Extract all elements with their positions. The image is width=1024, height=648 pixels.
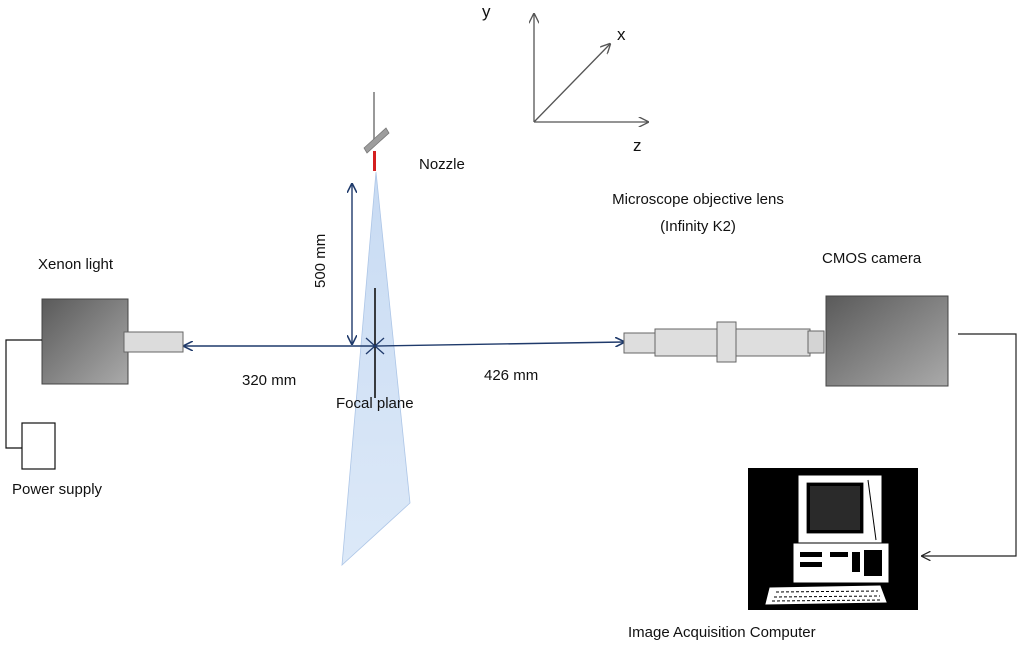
nozzle-label: Nozzle — [419, 156, 465, 173]
nozzle — [363, 92, 390, 171]
computer-label: Image Acquisition Computer — [628, 624, 816, 641]
xenon-light-housing — [41, 298, 129, 385]
camera-cable — [922, 333, 1017, 556]
coordinate-axes — [534, 14, 648, 122]
cmos-camera — [825, 295, 949, 387]
lens-front-tube — [623, 332, 657, 354]
axis-x-label: x — [617, 25, 626, 44]
axis-y-label: y — [482, 2, 491, 21]
lens-label-line1: Microscope objective lens — [612, 191, 784, 208]
keyboard-row-1 — [775, 590, 879, 593]
drive-slot-5 — [864, 550, 882, 576]
left-distance-label: 320 mm — [242, 372, 297, 389]
drive-slot-1 — [800, 552, 822, 557]
computer-keyboard — [765, 585, 887, 605]
focal-plane-label: Focal plane — [336, 395, 414, 412]
power-supply-box — [21, 422, 56, 470]
keyboard-row-2 — [773, 595, 881, 598]
axis-x-arrow — [533, 44, 610, 123]
right-distance-label: 426 mm — [484, 367, 539, 384]
axis-z-label: z — [633, 136, 642, 155]
lens-mount — [807, 330, 825, 354]
microscope-objective-lens — [623, 321, 825, 363]
monitor-side — [867, 479, 877, 541]
nozzle-tip — [373, 151, 376, 171]
drive-slot-3 — [830, 552, 848, 557]
camera-label: CMOS camera — [822, 250, 922, 267]
cross-mark-b — [365, 337, 385, 355]
xenon-light — [41, 298, 184, 385]
drive-slot-2 — [800, 562, 822, 567]
nozzle-plate — [363, 127, 390, 154]
xenon-light-tube — [123, 331, 184, 353]
spray-cone — [341, 171, 411, 566]
xenon-light-label: Xenon light — [38, 256, 114, 273]
lens-ring — [716, 321, 737, 363]
drive-slot-4 — [852, 552, 860, 572]
computer-screen-inner — [810, 486, 860, 530]
power-supply-label: Power supply — [12, 481, 103, 498]
lens-label-line2: (Infinity K2) — [660, 218, 736, 235]
power-cable — [5, 339, 42, 449]
right-dimension-arrow — [375, 342, 624, 346]
keyboard-row-3 — [771, 599, 883, 602]
vertical-distance-label: 500 mm — [312, 233, 329, 288]
computer-illustration — [748, 468, 918, 610]
